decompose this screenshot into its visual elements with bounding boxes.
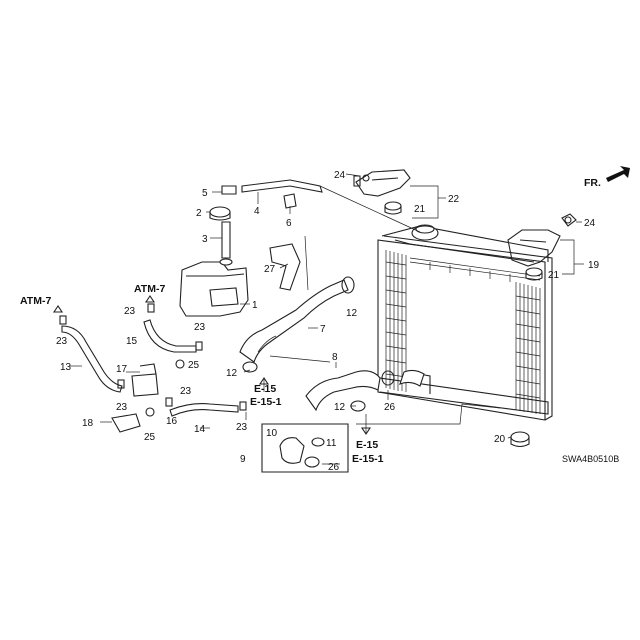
callout-10: 10 [266, 428, 278, 439]
callout-8: 8 [332, 352, 338, 363]
callout-26: 26 [328, 462, 340, 473]
callout-6: 6 [286, 218, 292, 229]
leader-lines [52, 173, 584, 465]
callout-23: 23 [180, 386, 192, 397]
callout-11: 11 [326, 438, 337, 449]
callout-25: 25 [144, 432, 156, 443]
callout-12: 12 [346, 308, 358, 319]
callout-3: 3 [202, 234, 208, 245]
upper-mount-bracket-right [507, 213, 577, 281]
front-direction-arrow [606, 166, 630, 182]
callout-7: 7 [320, 324, 326, 335]
callout-12: 12 [334, 402, 346, 413]
callout-24: 24 [334, 170, 346, 181]
left-hoses [59, 174, 572, 433]
lower-radiator-hose [269, 355, 395, 412]
callout-17: 17 [116, 364, 128, 375]
callout-12: 12 [226, 368, 238, 379]
callout-5: 5 [202, 188, 208, 199]
ref-e151-a: E-15-1 [250, 396, 282, 408]
callout-19: 19 [588, 260, 600, 271]
radiator-core-left [385, 250, 407, 392]
callout-26: 26 [384, 402, 396, 413]
callout-24: 24 [584, 218, 596, 229]
radiator-core-right [515, 282, 541, 414]
diagram-code: SWA4B0510B [562, 454, 619, 464]
upper-radiator-hose [239, 276, 355, 373]
callout-25: 25 [188, 360, 200, 371]
ref-atm7-mid: ATM-7 [134, 283, 165, 295]
callout-20: 20 [494, 434, 506, 445]
callout-16: 16 [166, 416, 178, 427]
callout-22: 22 [448, 194, 460, 205]
callout-23: 23 [124, 306, 136, 317]
callout-4: 4 [254, 206, 260, 217]
callout-2: 2 [196, 208, 202, 219]
callout-13: 13 [60, 362, 72, 373]
ref-e151-b: E-15-1 [352, 453, 384, 465]
ref-atm7-left: ATM-7 [20, 295, 51, 307]
callout-23: 23 [194, 322, 206, 333]
water-outlet-assembly [261, 423, 349, 473]
upper-mount-bracket-left [353, 169, 411, 215]
radiator [377, 224, 553, 448]
reference-labels: ATM-7 ATM-7 E-15 E-15-1 E-15 E-15-1 FR. [20, 177, 601, 465]
callout-15: 15 [126, 336, 138, 347]
callout-14: 14 [194, 424, 206, 435]
callout-23: 23 [236, 422, 248, 433]
callout-21: 21 [548, 270, 560, 281]
callout-23: 23 [56, 336, 68, 347]
callout-21: 21 [414, 204, 426, 215]
reserve-tank [179, 179, 323, 317]
callout-1: 1 [252, 300, 258, 311]
callout-23: 23 [116, 402, 128, 413]
ref-fr: FR. [584, 177, 601, 189]
callout-labels: 24 22 21 5 4 6 2 3 27 1 23 23 15 23 7 12… [56, 170, 600, 473]
callout-9: 9 [240, 454, 246, 465]
ref-e15-a: E-15 [254, 383, 276, 395]
callout-18: 18 [82, 418, 94, 429]
callout-27: 27 [264, 264, 276, 275]
ref-e15-b: E-15 [356, 439, 378, 451]
